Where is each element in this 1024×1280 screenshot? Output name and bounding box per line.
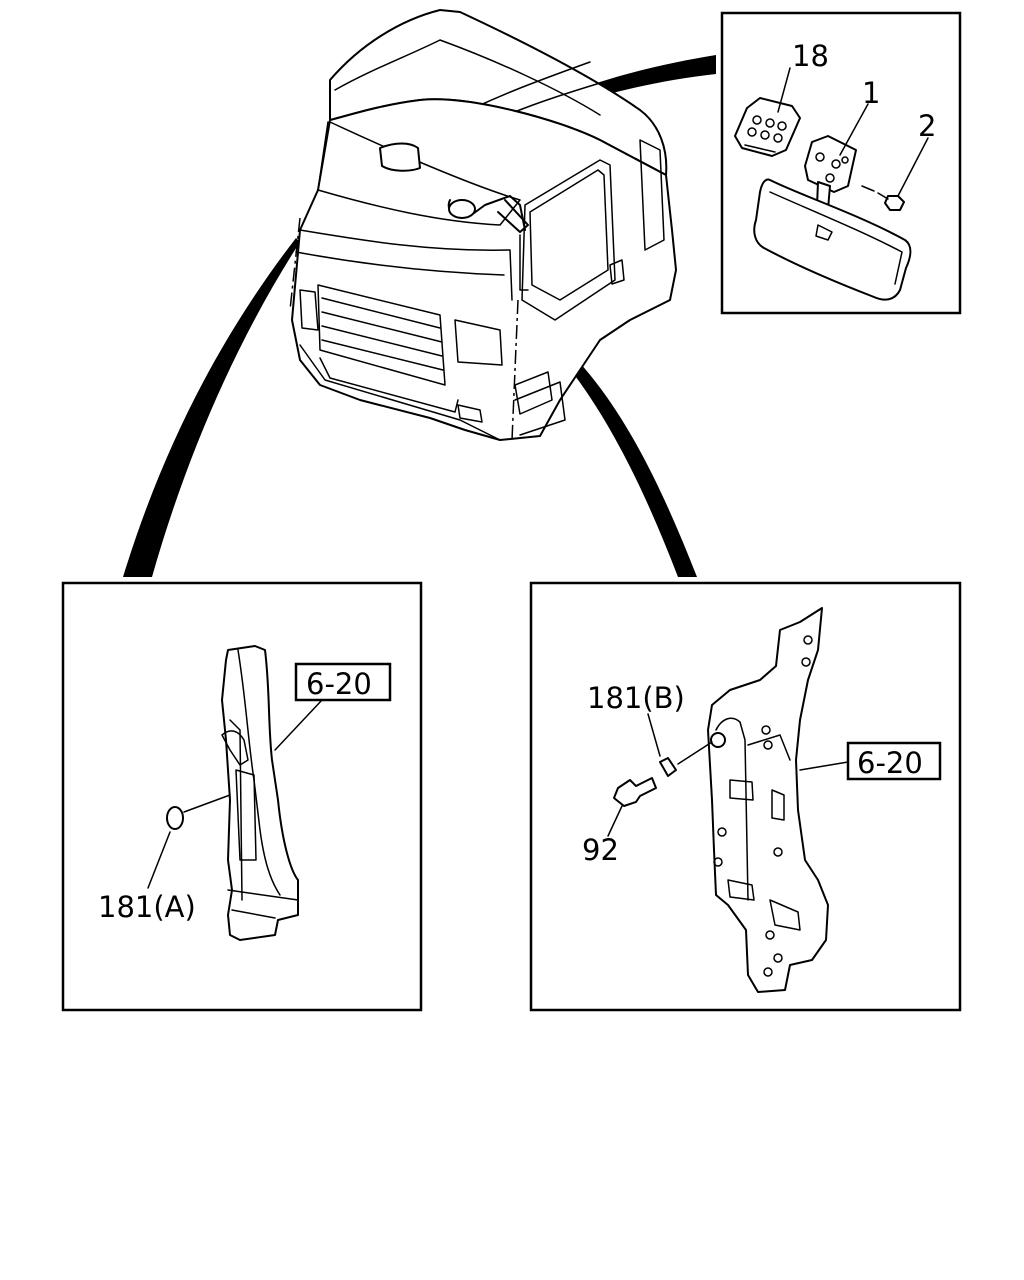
- callout-92: 92: [582, 833, 619, 867]
- leader-arcs: [123, 55, 716, 577]
- callout-1: 1: [862, 76, 880, 110]
- callout-181-b: 181(B): [587, 681, 685, 715]
- right-pillar-panel: 6-20 181(B) 92: [529, 581, 962, 1012]
- truck-cab-illustration: [289, 9, 677, 441]
- callout-181-a: 181(A): [98, 890, 196, 924]
- ref-6-20-left: 6-20: [306, 667, 372, 701]
- clip-a-part: [166, 806, 184, 830]
- bolt-92-part: [613, 777, 657, 807]
- leader-arc-right-pillar: [536, 325, 697, 577]
- mirror-detail-panel: 18 1 2: [720, 11, 962, 315]
- ref-6-20-right: 6-20: [857, 746, 923, 780]
- leader-arc-mirror: [420, 55, 716, 166]
- callout-18: 18: [792, 39, 829, 73]
- mirror-pad-holes: [744, 115, 787, 153]
- callout-2: 2: [918, 109, 936, 143]
- center-pillar-part: [707, 607, 829, 993]
- rear-view-mirror-part: [753, 178, 912, 301]
- leader-arc-left-pillar: [123, 238, 300, 577]
- clip-b-part: [659, 757, 677, 777]
- left-pillar-panel: 6-20 181(A): [61, 581, 423, 1012]
